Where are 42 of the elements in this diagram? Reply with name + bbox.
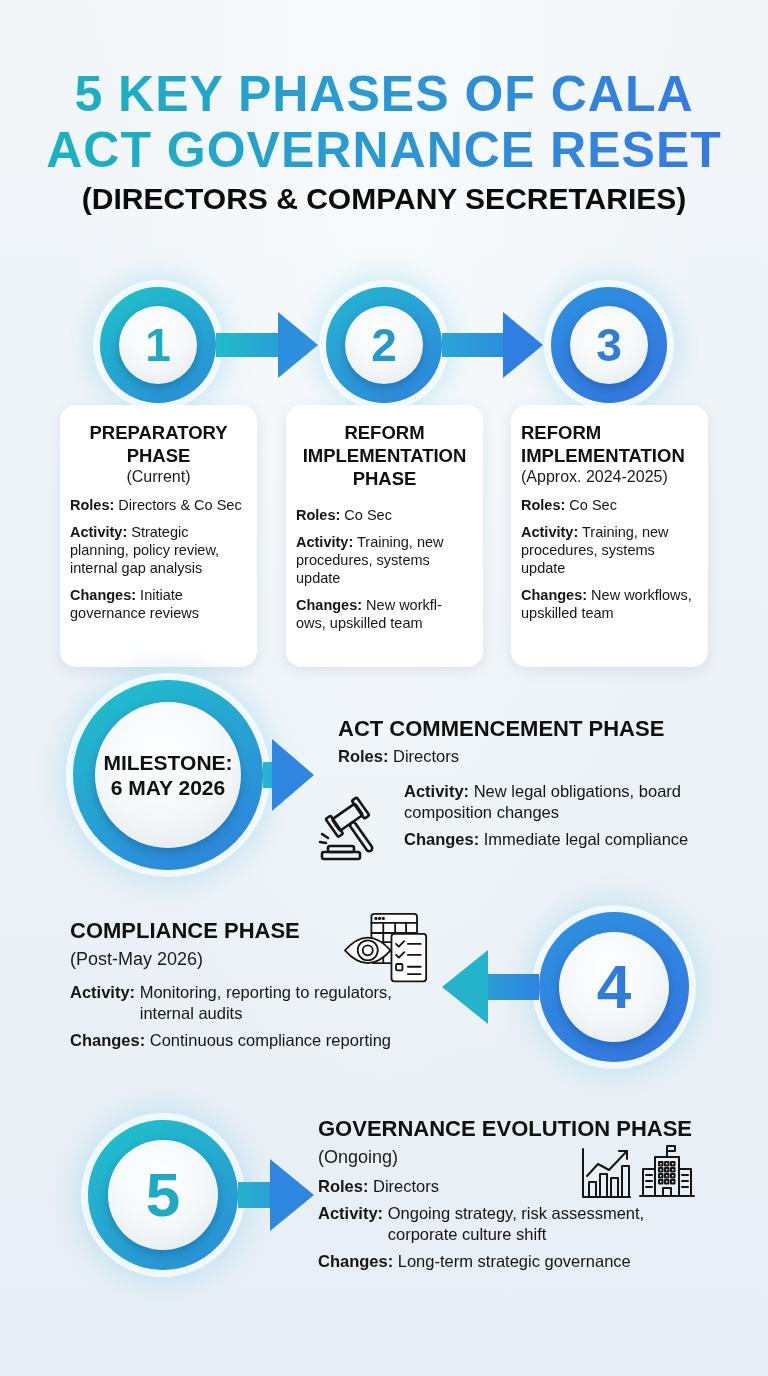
step-number: 4 [596,956,632,1018]
phase-heading: GOVERNANCE EVOLUTION PHASE [318,1116,693,1142]
subtitle: (DIRECTORS & COMPANY SECRETARIES) [81,182,687,216]
arrow [442,312,543,378]
arrow [216,312,318,378]
phase-detail: Roles: Directors [318,1176,440,1197]
step-number: 1 [145,322,171,368]
phase-detail: Changes: Long-term strategic governance [318,1251,631,1272]
phase-detail: Activity: Monitoring, reporting to regulators, internal audits [70,982,393,1024]
phase-detail: Roles: Directors & Co Sec [70,496,242,514]
phase-card [511,405,708,667]
step-number: 2 [371,322,397,368]
milestone-label: MILESTONE: 6 MAY 2026 [102,750,234,800]
phase-heading: PREPARATORY PHASE [88,421,229,467]
phase-detail: Roles: Directors [338,746,460,767]
phase-detail: Roles: Co Sec [296,506,392,524]
phase-detail: Activity: New legal obligations, board composition changes [404,781,682,823]
phase-period: (Ongoing) [318,1146,399,1168]
phase-detail: Activity: Strategic planning, policy review, internal gap analysis [70,523,221,577]
phase-heading: REFORM IMPLEMENTATION PHASE [301,421,468,490]
phase-heading: COMPLIANCE PHASE [70,918,300,944]
phase-period: (Post-May 2026) [70,948,204,970]
phase-detail: Changes: Immediate legal compliance [404,829,689,850]
phase-period: (Approx. 2024-2025) [521,467,668,487]
phase-detail: Activity: Training, new procedures, systems update [521,523,670,577]
arrow [442,950,539,1024]
step-number: 3 [596,322,622,368]
phase-detail: Changes: Continuous compliance reporting [70,1030,391,1051]
phase-card [60,405,257,667]
phase-detail: Roles: Co Sec [521,496,617,514]
phase-detail: Changes: New workfl- ows, upskilled team [296,596,443,632]
arrow [263,739,314,811]
phase-detail: Changes: New workflows, upskilled team [521,586,693,622]
step-number: 5 [145,1164,181,1226]
arrow [238,1159,314,1231]
phase-detail: Activity: Ongoing strategy, risk assessment, corporate culture shift [318,1203,646,1245]
phase-detail: Changes: Initiate governance reviews [70,586,200,622]
phase-period: (Current) [126,467,191,487]
phase-heading: ACT COMMENCEMENT PHASE [338,716,665,742]
phase-card [286,405,483,667]
phase-detail: Activity: Training, new procedures, systems update [296,533,445,587]
phase-heading: REFORM IMPLEMENTATION [521,421,686,467]
